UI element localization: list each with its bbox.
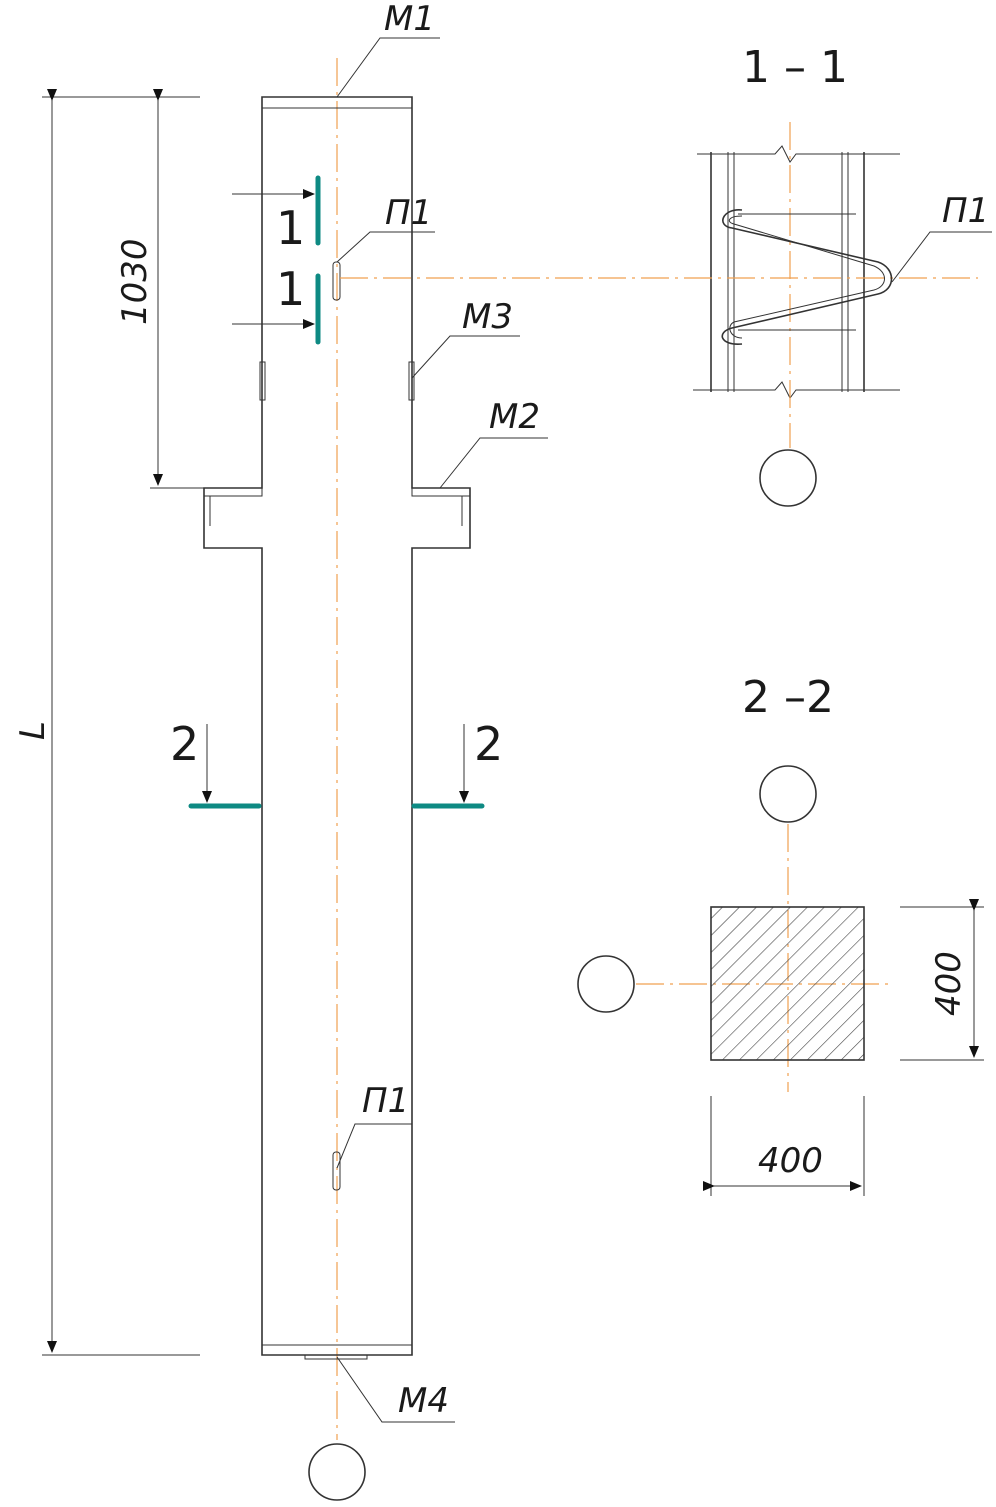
leader-m4 (336, 1356, 455, 1423)
leader-p1-bottom (336, 1123, 412, 1169)
s1-break-top (697, 145, 900, 163)
dimension-l: L (13, 89, 200, 1356)
loop-p1-bottom (332, 1151, 341, 1191)
leader-p1-section (891, 231, 992, 283)
label-m2: М2 (489, 397, 540, 437)
s2-dim-height-label: 400 (929, 951, 969, 1016)
section-1-1-title: 1 – 1 (742, 42, 848, 93)
s1-axis-bubble (759, 449, 817, 507)
mark-2-left: 2 (170, 717, 199, 771)
s2-axis-bubble-left (577, 955, 635, 1013)
leader-p1-top (336, 231, 435, 263)
loop-p1-top (332, 261, 341, 301)
leader-m2 (439, 437, 548, 489)
axis-bubble-bottom (308, 1443, 366, 1501)
s1-loop-p1-inner (728, 215, 885, 339)
dim-label-l: L (13, 721, 53, 740)
leader-m1 (336, 37, 440, 98)
mark-1-lower: 1 (276, 262, 305, 316)
embed-m3-left (259, 361, 266, 401)
mark-1-upper: 1 (276, 201, 305, 255)
column-elevation: М1 П1 М3 М2 П1 М4 (203, 0, 548, 1501)
label-p1-bottom: П1 (362, 1081, 409, 1121)
section-2-marks: 2 2 (170, 717, 503, 809)
section-2-2: 2 –2 400 400 (577, 672, 984, 1196)
s1-loop-p1 (721, 209, 893, 345)
label-m3: М3 (462, 297, 513, 337)
label-p1-top: П1 (385, 193, 432, 233)
label-m1: М1 (384, 0, 435, 39)
corbel-detail (204, 488, 470, 526)
dimension-1030: 1030 (115, 89, 262, 489)
section-1-marks: 1 1 (232, 175, 321, 345)
leader-m3 (411, 335, 520, 379)
section-2-2-title: 2 –2 (742, 672, 834, 723)
label-p1-section: П1 (942, 191, 989, 231)
dim-label-1030: 1030 (115, 238, 155, 325)
label-m4: М4 (398, 1381, 449, 1421)
s2-concrete-section (710, 906, 865, 1061)
embed-m4 (304, 1354, 368, 1360)
embed-m3 (408, 361, 415, 401)
mark-2-right: 2 (474, 717, 503, 771)
s2-dim-width-label: 400 (758, 1141, 823, 1181)
section-1-1: 1 – 1 П1 (340, 42, 992, 507)
s2-axis-bubble-top (759, 765, 817, 823)
s1-break-bottom (693, 381, 900, 399)
